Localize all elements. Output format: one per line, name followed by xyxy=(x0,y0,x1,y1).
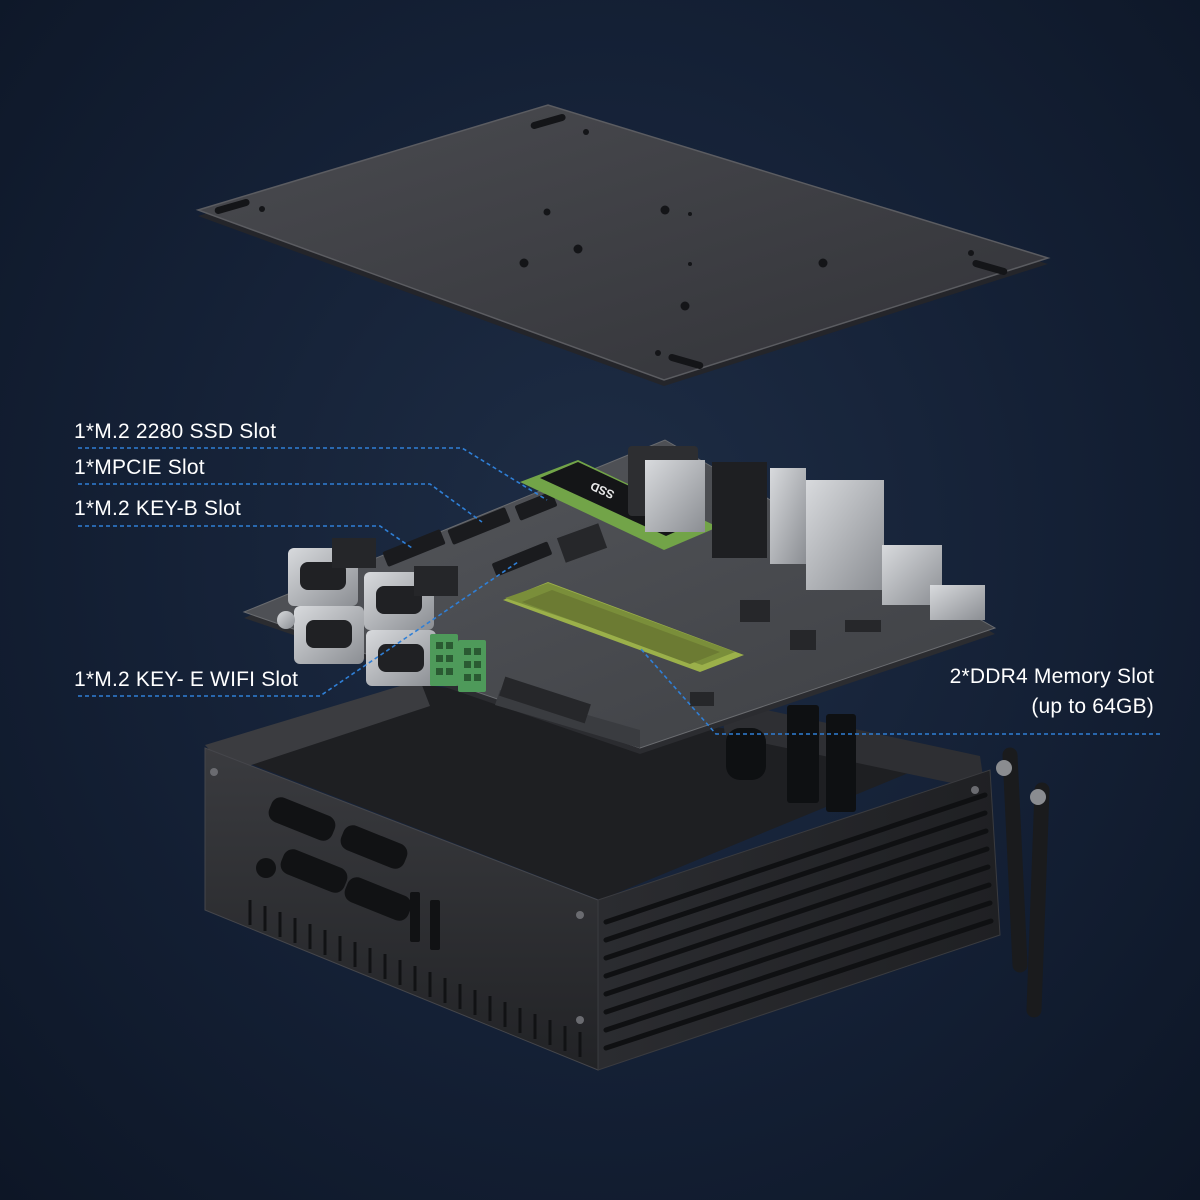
ram-module xyxy=(503,582,744,672)
memory-slot-label: 2*DDR4 Memory Slot (up to 64GB) xyxy=(950,662,1154,722)
motherboard: SSD xyxy=(242,439,997,754)
callout-lines xyxy=(78,447,1160,735)
mpcie-callout-line xyxy=(78,483,483,523)
wifi-callout-line xyxy=(78,561,519,697)
keyb-callout-line xyxy=(78,525,413,549)
mpcie-slot-label: 1*MPCIE Slot xyxy=(74,456,205,479)
m2-slots xyxy=(382,491,557,577)
board-components xyxy=(499,523,881,724)
back-io-shield xyxy=(726,705,856,812)
plate-keyhole-slots xyxy=(214,113,1008,369)
ssd-slot-label: 1*M.2 2280 SSD Slot xyxy=(74,420,277,443)
plate-screw-holes xyxy=(259,129,974,356)
wifi-slot-label: 1*M.2 KEY- E WIFI Slot xyxy=(74,668,299,691)
serial-connectors xyxy=(277,538,458,686)
memory-callout-line xyxy=(639,647,1160,735)
heatsink-fins-side xyxy=(603,792,994,1051)
heatsink-fins-bottom xyxy=(248,900,582,1057)
front-com-ports xyxy=(256,797,440,950)
memory-slot-label-line1: 2*DDR4 Memory Slot xyxy=(949,665,1154,688)
keyb-slot-label: 1*M.2 KEY-B Slot xyxy=(74,497,242,520)
chassis-screws xyxy=(210,768,979,1024)
rear-ports xyxy=(628,446,985,620)
gpio-terminal-blocks xyxy=(430,634,486,692)
wifi-antennas xyxy=(996,747,1050,1018)
ssd-callout-line xyxy=(78,447,548,501)
chassis xyxy=(204,680,1001,1071)
bottom-cover-plate xyxy=(195,104,1051,386)
memory-slot-label-line2: (up to 64GB) xyxy=(1031,695,1154,718)
